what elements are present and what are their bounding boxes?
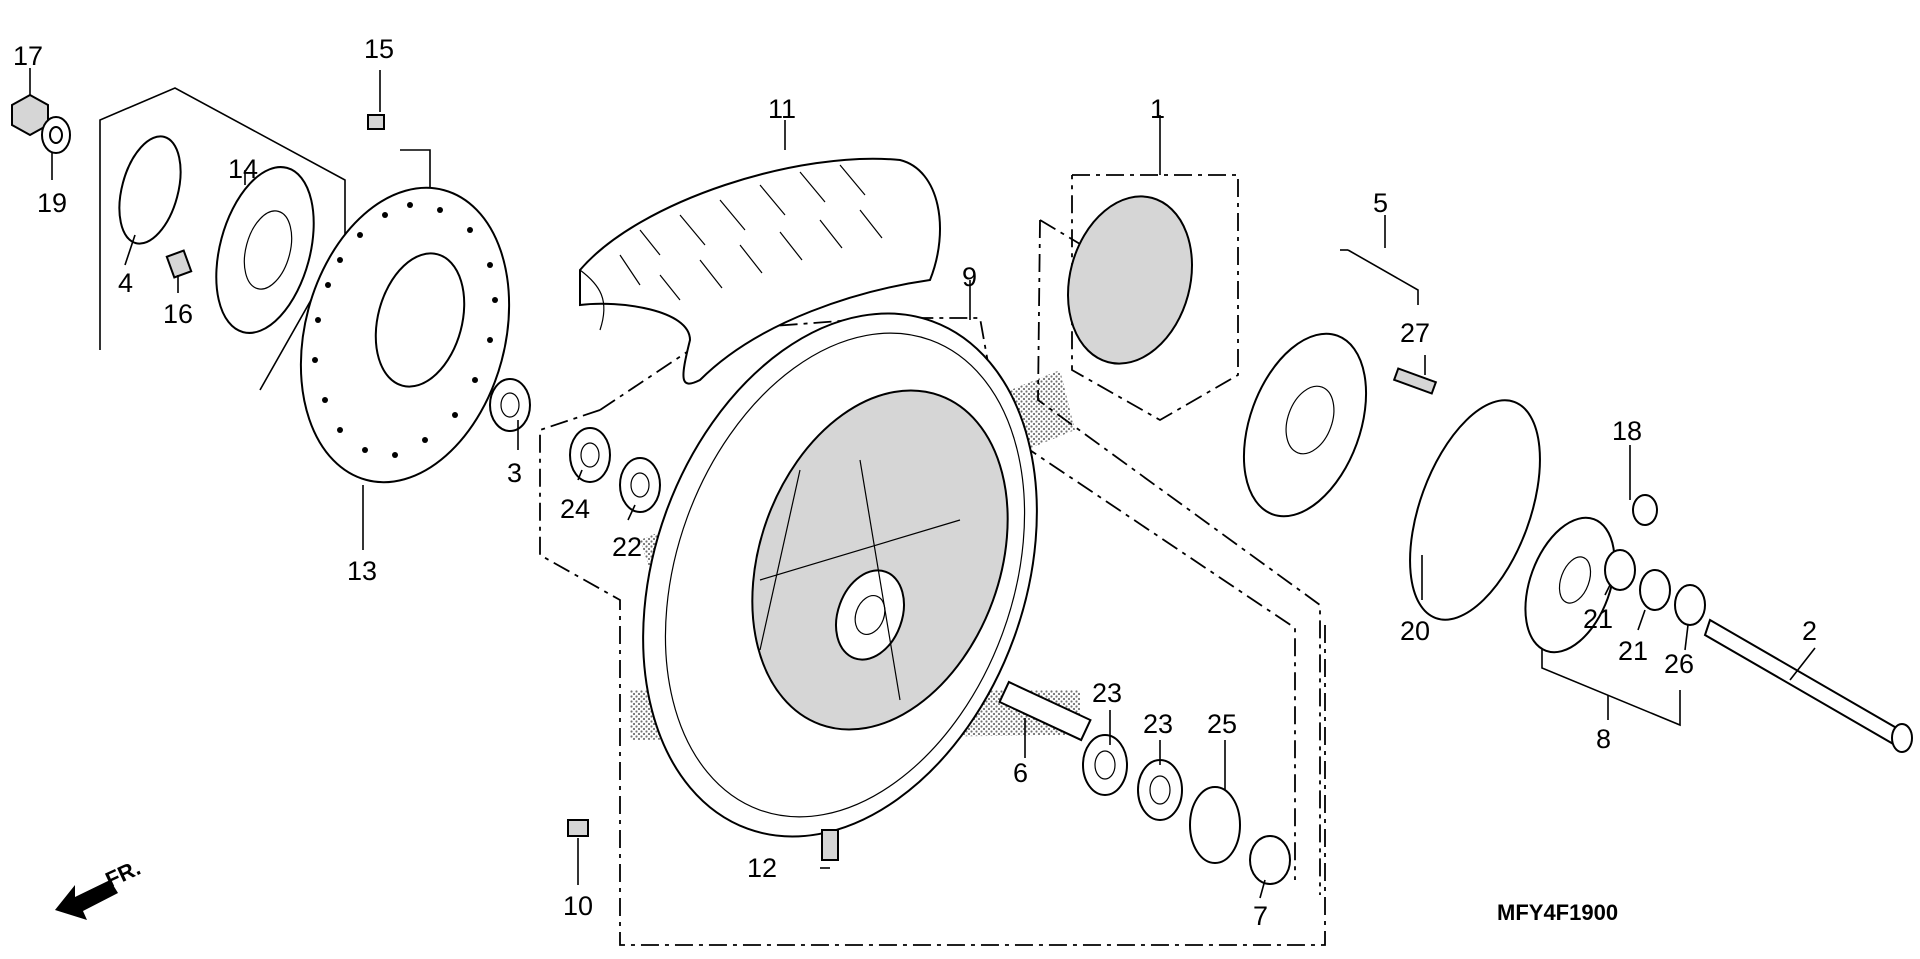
callout-13: 13 (347, 556, 377, 586)
callout-5: 5 (1373, 188, 1388, 218)
small-parts (11, 93, 1913, 885)
callout-24: 24 (560, 494, 590, 524)
callout-27: 27 (1400, 318, 1430, 348)
callout-9: 9 (962, 262, 977, 292)
callout-20: 20 (1400, 616, 1430, 646)
callout-6: 6 (1013, 758, 1028, 788)
wheel-illustration (642, 312, 1038, 838)
callout-10: 10 (563, 891, 593, 921)
callout-8: 8 (1596, 724, 1611, 754)
front-direction-arrow: FR. (55, 855, 144, 920)
callout-2: 2 (1802, 616, 1817, 646)
callout-11: 11 (768, 94, 796, 124)
callout-16: 16 (163, 299, 193, 329)
callout-23a: 23 (1092, 678, 1122, 708)
callout-1: 1 (1150, 94, 1165, 124)
callout-19: 19 (37, 188, 67, 218)
drawing-code: MFY4F1900 (1497, 900, 1618, 925)
callout-17: 17 (13, 41, 43, 71)
callout-4: 4 (118, 268, 133, 298)
brake-disc-illustration (299, 186, 511, 484)
callout-labels: 17 19 15 4 16 14 13 3 24 22 11 9 1 5 27 … (13, 34, 1817, 931)
tire-illustration (579, 157, 941, 385)
callout-7: 7 (1253, 901, 1268, 931)
callout-21b: 21 (1618, 636, 1648, 666)
callout-15: 15 (364, 34, 394, 64)
callout-25: 25 (1207, 709, 1237, 739)
callout-21a: 21 (1583, 604, 1613, 634)
callout-23b: 23 (1143, 709, 1173, 739)
callout-22: 22 (612, 532, 642, 562)
leader-lines (29, 68, 1816, 899)
callout-18: 18 (1612, 416, 1642, 446)
callout-12: 12 (747, 853, 777, 883)
callout-14: 14 (228, 154, 258, 184)
callout-26: 26 (1664, 649, 1694, 679)
callout-3: 3 (507, 458, 522, 488)
